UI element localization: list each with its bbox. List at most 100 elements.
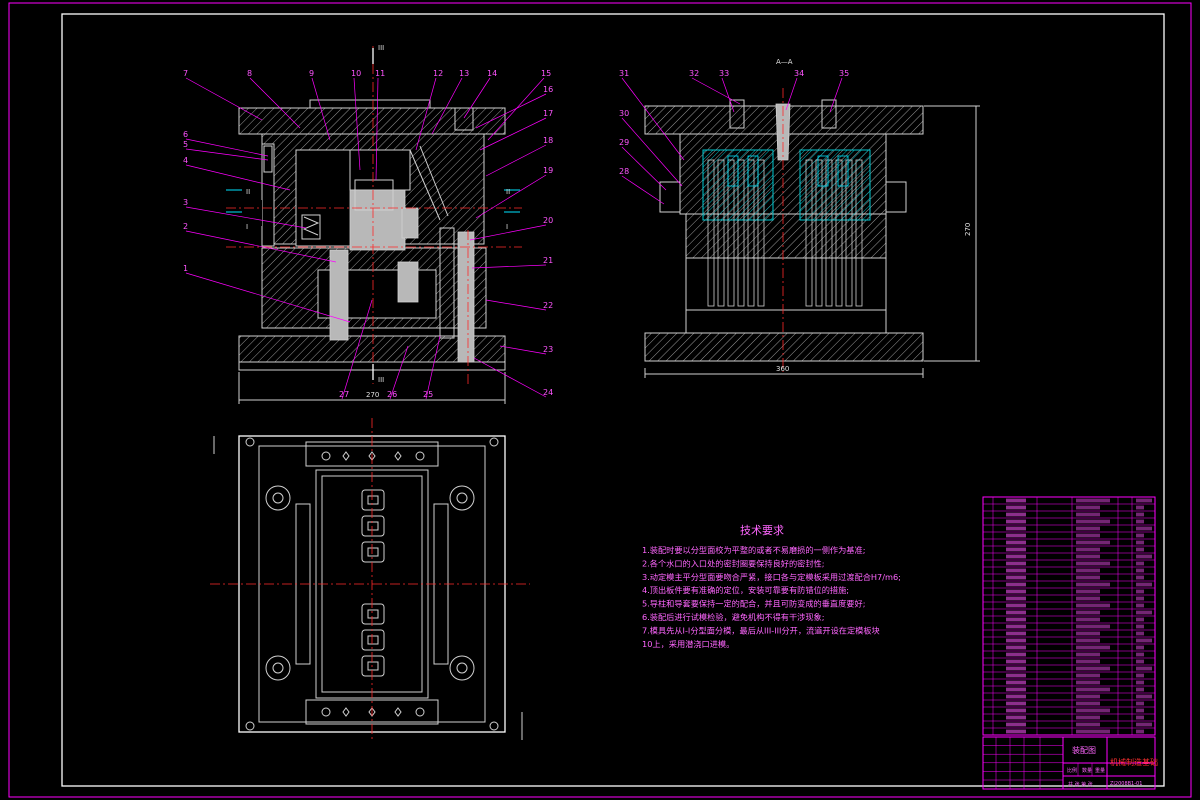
bom-cell-name: [1076, 645, 1110, 650]
cut-label-left-upper: II: [246, 188, 250, 196]
leader-line: [341, 299, 373, 400]
bom-cell-name: [1076, 575, 1100, 580]
leader-line: [485, 299, 547, 311]
part-number: 6: [183, 130, 188, 139]
bom-cell-material: [1136, 715, 1144, 720]
leader-line: [473, 357, 547, 398]
bom-cell-name: [1076, 680, 1100, 685]
leader-line: [499, 345, 547, 355]
cut-label-left-lower: I: [246, 223, 248, 231]
ejector-pin: [855, 159, 863, 307]
title-qty-label: 数量: [1082, 767, 1092, 774]
title-drawing-name: 装配图: [1072, 745, 1096, 755]
cavity: [361, 603, 385, 625]
bom-cell-name: [1076, 561, 1110, 566]
cut-label-right-upper: II: [506, 188, 510, 196]
plate-hole: [321, 451, 331, 461]
leader-line: [185, 230, 337, 263]
bom-cell-code: [1006, 645, 1026, 650]
bom-cell-code: [1006, 533, 1026, 538]
guide-pillar: [449, 655, 475, 681]
title-scale-label: 比例: [1067, 767, 1077, 774]
bom-cell-material: [1136, 589, 1144, 594]
tech-req-item: 5.导柱和导套要保持一定的配合，并且可防变成的垂直度要好;: [642, 599, 865, 609]
leader-line: [621, 175, 665, 205]
part-number: 2: [183, 222, 188, 231]
cavity-core: [367, 521, 379, 531]
inner-border: [61, 13, 1165, 787]
bom-cell-name: [1076, 568, 1100, 573]
bom-cell-code: [1006, 519, 1026, 524]
bom-cell-material: [1136, 512, 1144, 517]
bom-cell-code: [1006, 687, 1026, 692]
part-number: 25: [423, 390, 433, 399]
bom-cell-code: [1006, 505, 1026, 510]
locating-mark: [342, 451, 350, 461]
part-number: 17: [543, 109, 553, 118]
cavity: [361, 515, 385, 537]
main-section-view: [232, 99, 506, 371]
bom-cell-material: [1136, 708, 1144, 713]
bom-cell-name: [1076, 652, 1100, 657]
bom-cell-name: [1076, 708, 1110, 713]
bom-cell-name: [1076, 505, 1100, 510]
ejector-pin: [825, 159, 833, 307]
leader-line: [353, 77, 361, 171]
leader-line: [621, 146, 667, 191]
cut-label-bottom: III: [378, 376, 384, 384]
leader-line: [475, 93, 547, 129]
guide-pillar-bore: [456, 492, 468, 504]
ejector-pin: [737, 159, 745, 307]
bom-cell-name: [1076, 596, 1100, 601]
bom-cell-name: [1076, 659, 1100, 664]
bom-cell-code: [1006, 603, 1026, 608]
bom-cell-name: [1076, 715, 1100, 720]
bom-cell-code: [1006, 638, 1026, 643]
guide-pillar-bore: [272, 662, 284, 674]
bom-cell-name: [1076, 687, 1110, 692]
bom-cell-material: [1136, 694, 1152, 699]
ejector-pin: [835, 159, 843, 307]
bom-cell-material: [1136, 617, 1144, 622]
part-number: 27: [339, 390, 349, 399]
cavity: [361, 541, 385, 563]
core-insert: [747, 155, 759, 187]
part-number: 10: [351, 69, 361, 78]
leader-line: [721, 77, 735, 113]
part-number: 32: [689, 69, 699, 78]
leader-line: [425, 335, 441, 400]
bom-cell-code: [1006, 540, 1026, 545]
screw-hole: [245, 437, 255, 447]
part-number: 29: [619, 138, 629, 147]
part-number: 16: [543, 85, 553, 94]
part-number: 24: [543, 388, 553, 397]
cavity-core: [367, 609, 379, 619]
ejector-pin: [815, 159, 823, 307]
part-number: 9: [309, 69, 314, 78]
plate-hole: [415, 451, 425, 461]
title-block: 装配图 机械制造基础 ZJ2008B1-01 比例 数量 重量 共 张 第 张: [982, 736, 1158, 790]
dim-section-width: 360: [776, 365, 789, 373]
bom-cell-name: [1076, 694, 1100, 699]
leader-line: [621, 77, 685, 161]
ejector-pin: [845, 159, 853, 307]
leader-line: [479, 117, 547, 151]
leader-line: [185, 272, 351, 323]
bom-cell-code: [1006, 652, 1026, 657]
leader-line: [621, 117, 683, 187]
part-number: 30: [619, 109, 629, 118]
bom-cell-name: [1076, 722, 1100, 727]
bom-cell-code: [1006, 561, 1026, 566]
cavity-core: [367, 495, 379, 505]
part-number: 19: [543, 166, 553, 175]
bom-cell-name: [1076, 547, 1100, 552]
bom-cell-material: [1136, 526, 1152, 531]
title-sheet-label: 共 张 第 张: [1068, 781, 1093, 788]
bom-cell-code: [1006, 729, 1026, 734]
part-number: 15: [541, 69, 551, 78]
leader-line: [185, 148, 269, 161]
tech-req-item: 1.装配时要以分型面校为平整的或者不易磨损的一侧作为基准;: [642, 545, 865, 555]
bom-cell-code: [1006, 708, 1026, 713]
